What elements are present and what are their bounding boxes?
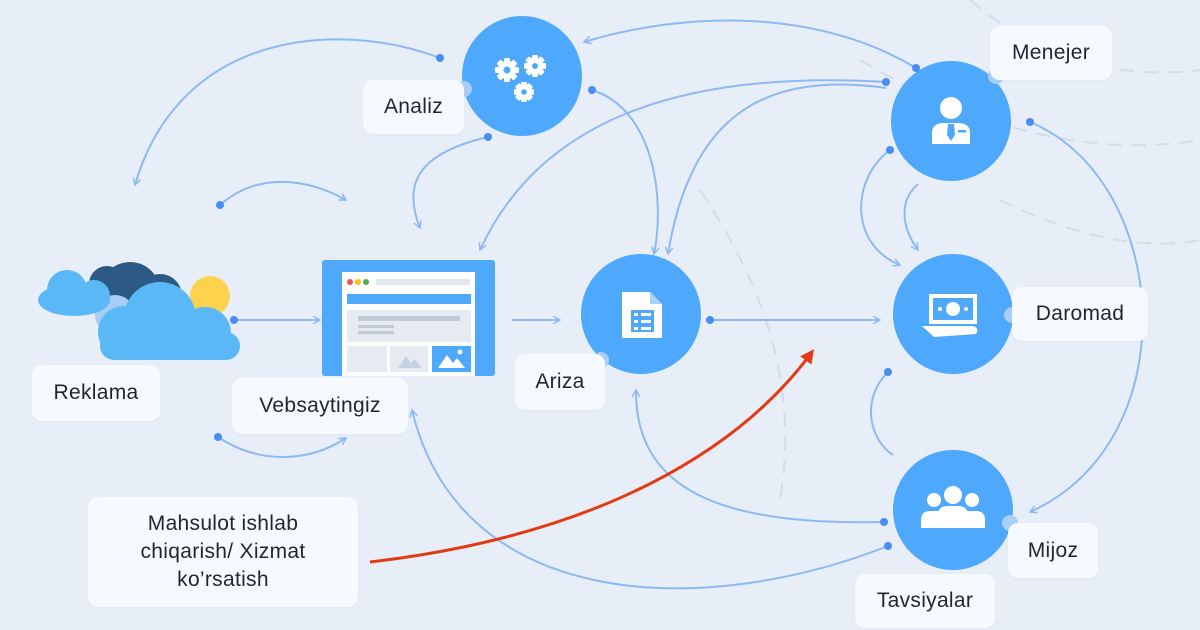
document-form-icon — [622, 292, 662, 338]
product-line-1: Mahsulot ishlab — [147, 512, 299, 535]
label-reklama: Reklama — [32, 365, 160, 421]
label-tavsiyalar: Tavsiyalar — [855, 574, 995, 628]
money-hand-icon — [922, 294, 978, 337]
connector-small-top-arc — [219, 180, 346, 206]
connector-analiz-to-web — [412, 136, 489, 228]
label-vebsaytingiz: Vebsaytingiz — [232, 378, 408, 434]
menejer-node — [891, 61, 1011, 181]
connector-mijoz-to-ariza — [636, 390, 885, 524]
label-analiz: Analiz — [363, 80, 464, 134]
connector-menejer-to-daromad-left — [860, 149, 900, 265]
connector-analiz-to-left — [135, 38, 441, 185]
mijoz-node — [893, 450, 1013, 570]
browser-window-icon — [322, 260, 495, 376]
connector-menejer-to-daromad-mid — [903, 183, 919, 250]
connector-dots — [214, 54, 1034, 550]
connector-menejer-to-analiz — [584, 19, 917, 69]
customers-group-icon — [921, 486, 985, 528]
connector-small-bottom-arc — [217, 436, 346, 458]
label-daromad: Daromad — [1012, 287, 1148, 341]
label-ariza: Ariza — [515, 354, 605, 410]
connector-analiz-to-ariza — [591, 89, 658, 254]
product-line-3: ko’rsatish — [177, 568, 269, 591]
connector-mijoz-to-web — [412, 410, 889, 590]
product-box: Mahsulot ishlab chiqarish/ Xizmat ko’rsa… — [88, 497, 358, 607]
connector-menejer-to-web — [480, 79, 887, 250]
ariza-node — [581, 254, 701, 374]
connector-menejer-to-ariza — [668, 83, 887, 254]
connectors — [135, 19, 1144, 590]
label-mijoz: Mijoz — [1008, 523, 1098, 578]
daromad-node — [893, 254, 1013, 374]
connector-daromad-to-tavsiyalar — [870, 371, 894, 456]
label-menejer: Menejer — [990, 26, 1112, 80]
product-line-2: chiqarish/ Xizmat — [140, 540, 306, 563]
product-arrow — [369, 349, 815, 564]
clouds-sun-icon — [38, 262, 240, 360]
analiz-node — [462, 16, 582, 136]
